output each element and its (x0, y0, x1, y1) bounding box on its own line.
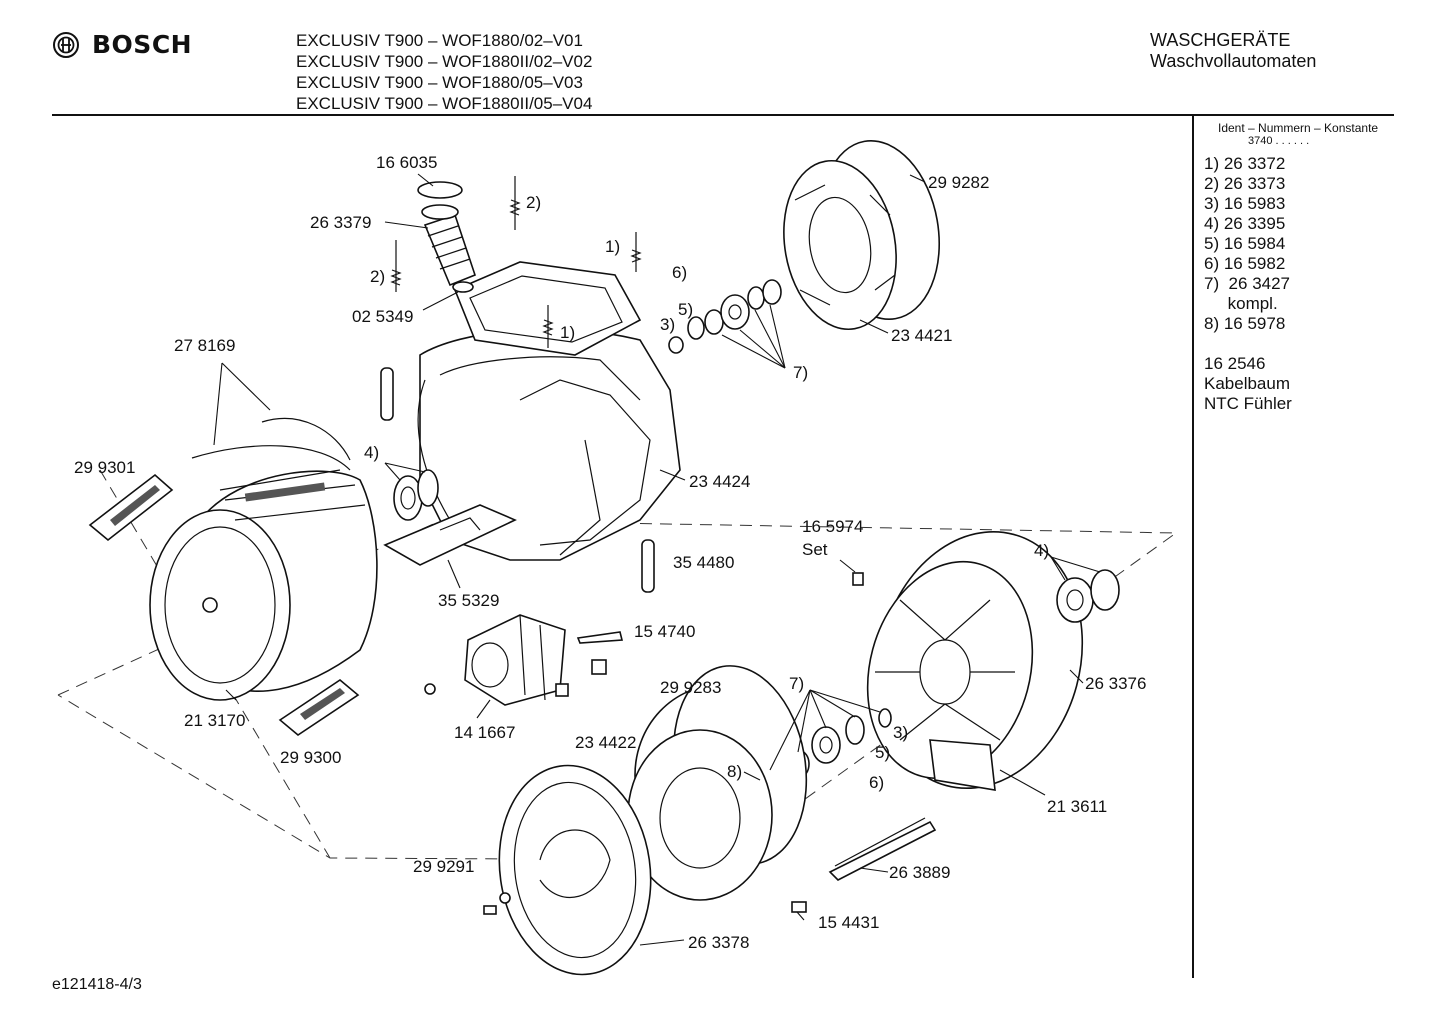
sidebar-item: kompl. (1204, 294, 1278, 313)
part-label: 14 1667 (454, 723, 515, 742)
ref-label: 4) (364, 443, 379, 462)
ref-label: 7) (789, 674, 804, 693)
part-label: 29 9301 (74, 458, 135, 477)
ref-label: 1) (560, 323, 575, 342)
ref-label: 5) (875, 743, 890, 762)
part-label: 35 4480 (673, 553, 734, 572)
part-label: 21 3611 (1047, 797, 1107, 816)
heater-plate (383, 504, 517, 566)
rear-bearing-seal (1056, 569, 1120, 623)
drum-strap (191, 417, 351, 471)
subcategory: Waschvollautomaten (1150, 51, 1317, 71)
ref-label: 6) (869, 773, 884, 792)
part-label: 23 4422 (575, 733, 636, 752)
drum-baffle-bottom (278, 679, 360, 736)
sidebar-extra-line: 16 2546 (1204, 354, 1266, 373)
model-list: EXCLUSIV T900 – WOF1880/02–V01 EXCLUSIV … (296, 30, 592, 114)
bellows-hose (417, 181, 476, 293)
part-label: 29 9291 (413, 857, 474, 876)
category-block: WASCHGERÄTE Waschvollautomaten (1150, 30, 1316, 72)
part-label: 35 5329 (438, 591, 499, 610)
leader-lines (213, 173, 1101, 946)
ref-label: 2) (526, 193, 541, 212)
sidebar-extra-line: NTC Fühler (1204, 394, 1292, 413)
header-rule (52, 114, 1394, 116)
ref-label: 4) (1034, 541, 1049, 560)
shock-absorbers (380, 367, 655, 593)
ref-label: 3) (660, 315, 675, 334)
part-label: 15 4740 (634, 622, 695, 641)
model-line: EXCLUSIV T900 – WOF1880II/05–V04 (296, 94, 593, 113)
sidebar-extra-line: Kabelbaum (1204, 374, 1291, 393)
part-label: Set (802, 540, 828, 559)
model-line: EXCLUSIV T900 – WOF1880/05–V03 (296, 73, 583, 92)
part-labels: 16 6035 26 3379 02 5349 27 8169 29 9301 … (74, 153, 1146, 952)
part-label: 21 3170 (184, 711, 245, 730)
part-label: 29 9283 (660, 678, 721, 697)
part-label: 29 9282 (928, 173, 989, 192)
sidebar-item: 6) 16 5982 (1204, 254, 1286, 273)
part-label: 15 4431 (818, 913, 879, 932)
sidebar-item: 1) 26 3372 (1204, 154, 1286, 173)
heating-element (791, 817, 937, 913)
ref-label: 3) (893, 723, 908, 742)
rear-tub-shell (866, 530, 1084, 791)
drive-motor (424, 614, 607, 706)
brand: BOSCH (52, 30, 192, 59)
ref-label: 7) (793, 363, 808, 382)
part-label: 16 5974 (802, 517, 863, 536)
sidebar-item: 2) 26 3373 (1204, 174, 1286, 193)
part-label: 23 4421 (891, 326, 952, 345)
sidebar-heading: Ident – Nummern – Konstante (1218, 121, 1379, 135)
sidebar-extra: 16 2546 Kabelbaum NTC Fühler (1204, 354, 1292, 414)
part-label: 26 3379 (310, 213, 371, 232)
sidebar-item: 4) 26 3395 (1204, 214, 1286, 233)
ref-label: 1) (605, 237, 620, 256)
front-ring-plate (627, 729, 773, 901)
part-label: 26 3376 (1085, 674, 1146, 693)
part-label: 23 4424 (689, 472, 750, 491)
sidebar-divider (1192, 116, 1194, 978)
part-label: 02 5349 (352, 307, 413, 326)
sidebar-item: 8) 16 5978 (1204, 314, 1286, 333)
ref-label: 5) (678, 300, 693, 319)
sidebar-constant: 3740 . . . . . . (1248, 135, 1310, 147)
sidebar-item: 5) 16 5984 (1204, 234, 1286, 253)
springs (390, 176, 642, 348)
model-line: EXCLUSIV T900 – WOF1880II/02–V02 (296, 52, 593, 71)
ref-label: 8) (727, 762, 742, 781)
category: WASCHGERÄTE (1150, 30, 1291, 50)
brand-name: BOSCH (92, 30, 193, 59)
top-bearing-set (668, 279, 782, 354)
rear-cover (783, 139, 941, 331)
ref-label: 6) (672, 263, 687, 282)
bearing-seals-front (393, 469, 439, 521)
part-label: 29 9300 (280, 748, 341, 767)
part-label: 26 3889 (889, 863, 950, 882)
motor-bolt (576, 631, 624, 644)
sidebar-item: 3) 16 5983 (1204, 194, 1286, 213)
tub-front-shell (417, 328, 681, 561)
ntc-sensor-bracket (852, 572, 864, 586)
part-label: 16 6035 (376, 153, 437, 172)
bosch-logo-icon (53, 31, 79, 58)
sidebar-item: 7) 26 3427 (1204, 274, 1291, 293)
ref-label: 2) (370, 267, 385, 286)
drawing-reference: e121418-4/3 (52, 976, 142, 993)
sidebar-part-list: 1) 26 3372 2) 26 3373 3) 16 5983 4) 26 3… (1204, 154, 1290, 334)
part-label: 26 3378 (688, 933, 749, 952)
washing-drum (149, 469, 378, 701)
part-label: 27 8169 (174, 336, 235, 355)
model-line: EXCLUSIV T900 – WOF1880/02–V01 (296, 31, 583, 50)
drum-baffle-left (88, 473, 174, 542)
door-ring (483, 764, 652, 976)
